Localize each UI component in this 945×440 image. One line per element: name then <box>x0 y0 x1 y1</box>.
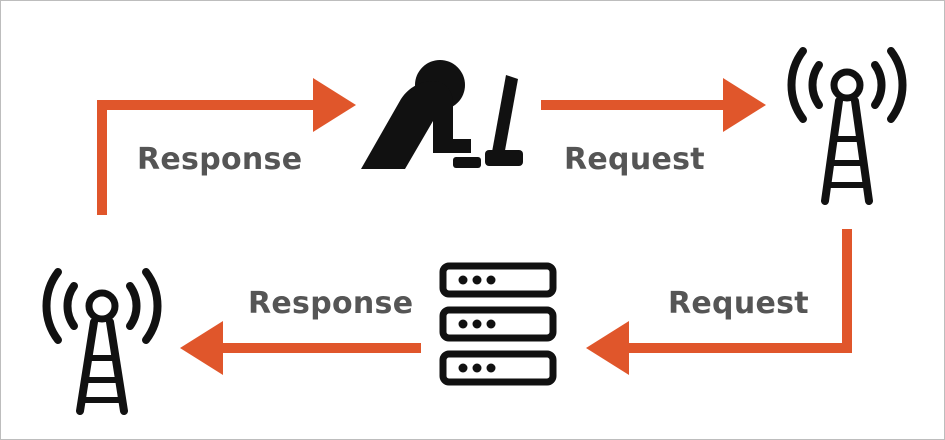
radio-tower-icon-left <box>42 268 162 415</box>
request-arrow-bottom-line <box>623 229 852 353</box>
server-rack-icon <box>439 262 557 386</box>
request-arrow-top-head <box>723 78 766 132</box>
response-label-top: Response <box>137 142 303 177</box>
request-label-bottom: Request <box>668 286 809 321</box>
response-arrow-bottom-head <box>180 321 223 375</box>
response-arrow-top-head <box>313 78 356 132</box>
response-label-bottom: Response <box>248 286 414 321</box>
radio-tower-icon-right <box>787 47 907 205</box>
request-label-top: Request <box>564 142 705 177</box>
person-at-computer-icon <box>361 60 523 169</box>
request-arrow-bottom-head <box>586 321 629 375</box>
response-arrow-top-line <box>97 100 323 215</box>
